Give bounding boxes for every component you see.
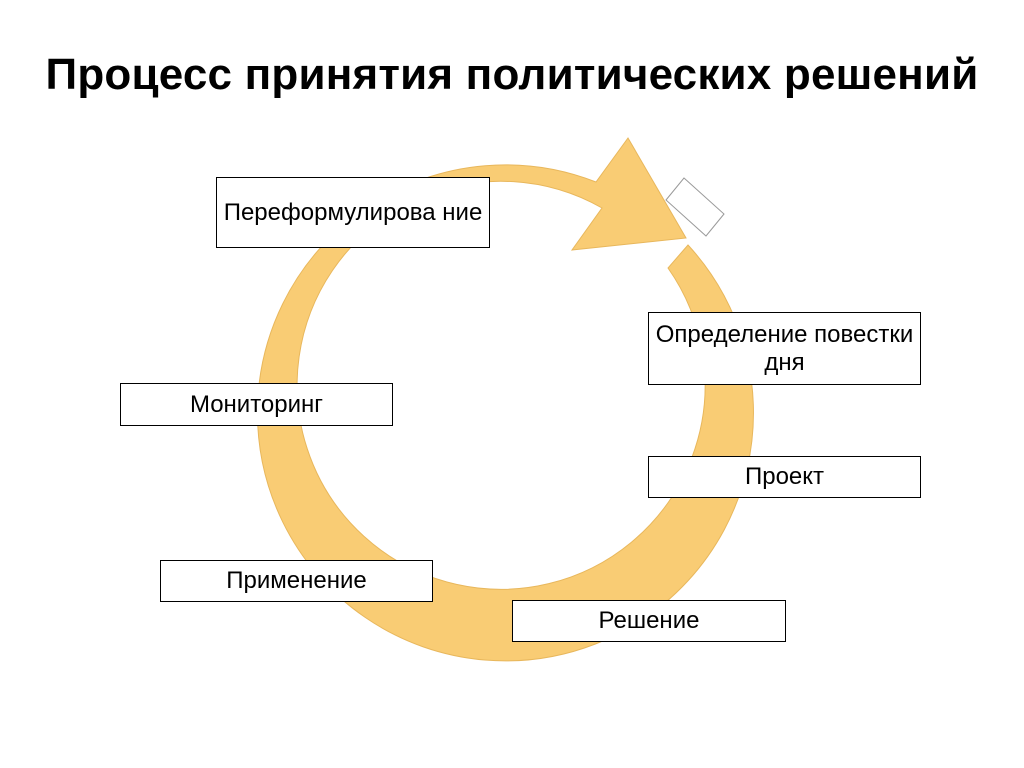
stage-implementation-label: Применение [226,567,367,594]
stage-project-label: Проект [744,463,825,490]
stage-agenda-label: Определение повестки дня [655,320,914,376]
stage-reformulation: Переформулирова ние [216,177,490,248]
stage-decision: Решение [512,600,786,642]
stage-implementation: Применение [160,560,433,602]
page-title: Процесс принятия политических решений [45,50,979,99]
stage-project: Проект [648,456,921,498]
stage-monitoring-label: Мониторинг [189,390,324,418]
cycle-arrow-notch [665,177,725,237]
stage-agenda: Определение повестки дня [648,312,921,385]
stage-reformulation-label: Переформулирова ние [223,198,483,226]
stage-monitoring: Мониторинг [120,383,393,426]
stage-decision-label: Решение [598,607,700,634]
